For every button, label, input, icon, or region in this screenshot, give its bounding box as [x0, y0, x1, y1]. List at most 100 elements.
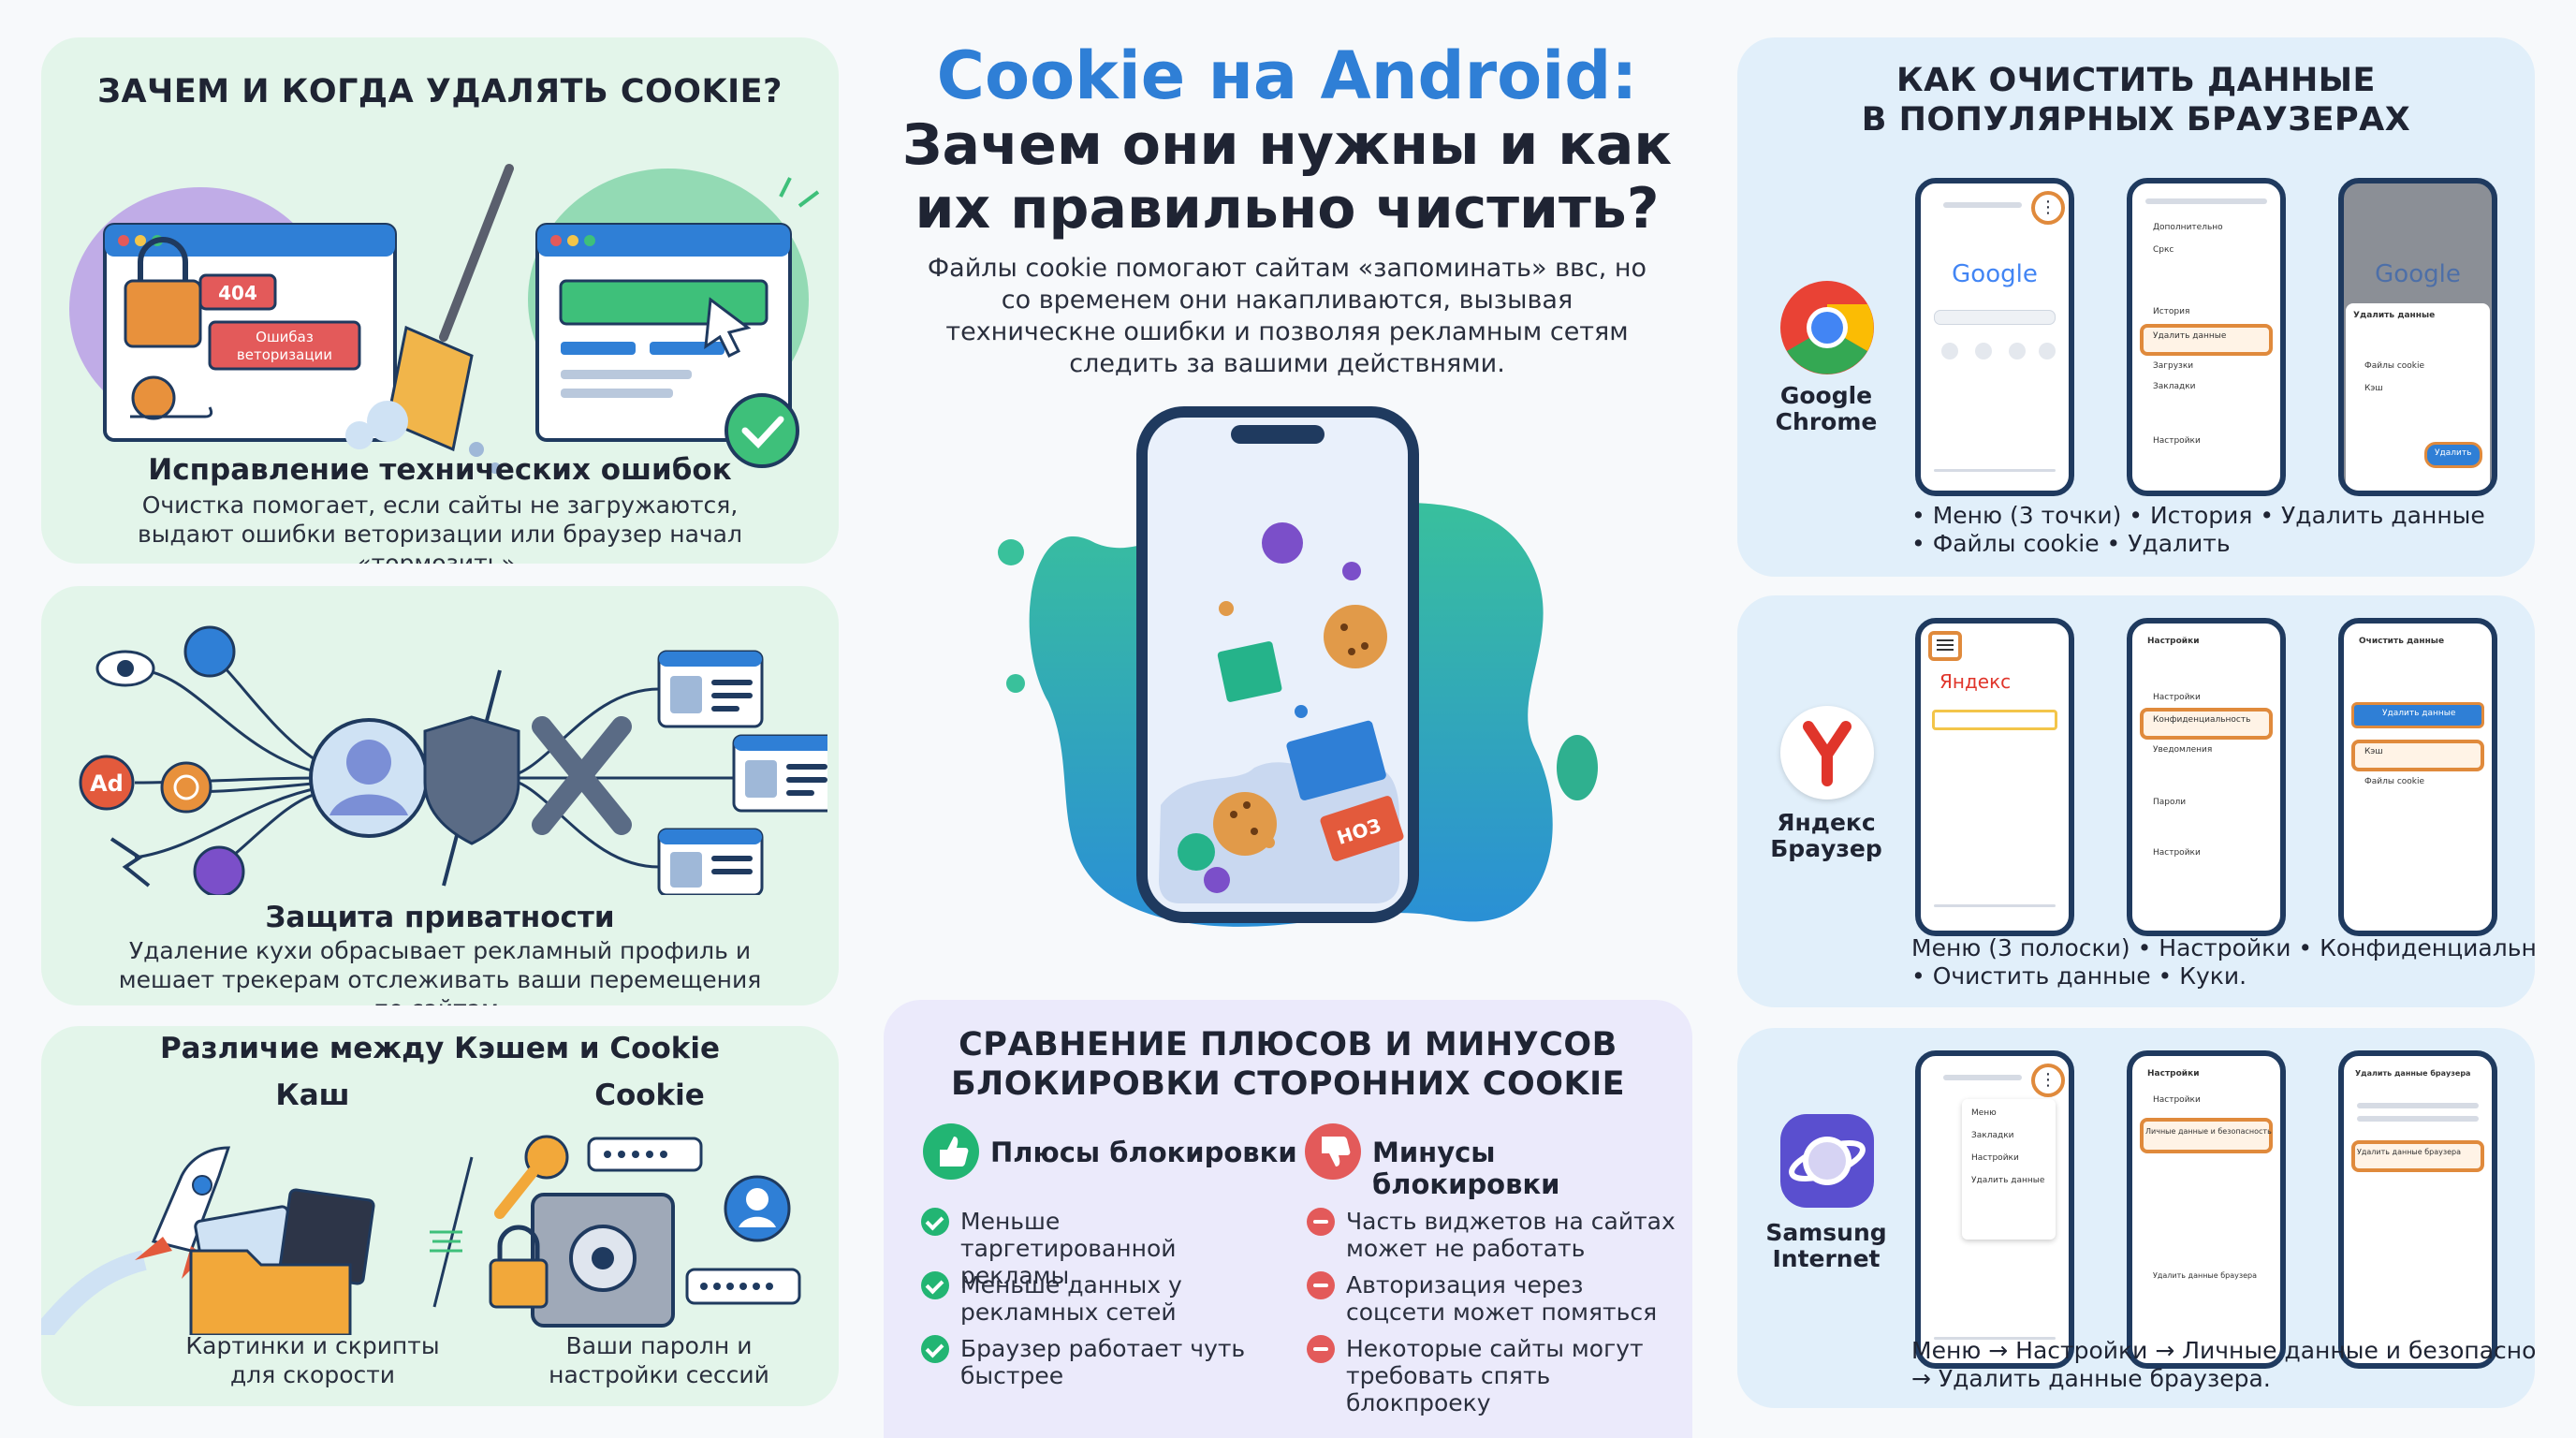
- chrome-screen-3: Google Удалить данные Файлы cookie Кэш У…: [2338, 178, 2497, 496]
- menu-item-highlight[interactable]: Личные данные и безопасность: [2145, 1127, 2272, 1136]
- samsung-name-line2: Internet: [1772, 1245, 1881, 1272]
- menu-item: Меню: [1971, 1108, 1997, 1118]
- more-vert-icon[interactable]: ⋮: [2031, 191, 2065, 225]
- hero-title-line1: Cookie на Android:: [936, 37, 1638, 114]
- svg-text:веторизации: веторизации: [237, 346, 332, 363]
- hero-title-line3: их правильно чистить?: [915, 176, 1660, 242]
- menu-item-highlight[interactable]: Конфиденциальность: [2153, 715, 2251, 725]
- option-item: Файлы cookie: [2364, 777, 2425, 786]
- screen-title: Настройки: [2147, 637, 2200, 646]
- delete-button-label: Удалить: [2435, 448, 2472, 458]
- browsers-heading-line1: КАК ОЧИСТИТЬ ДАННЫЕ: [1896, 62, 2376, 99]
- compare-heading-line1: СРАВНЕНИЕ ПЛЮСОВ И МИНУСОВ: [959, 1026, 1617, 1064]
- menu-item: Пароли: [2153, 798, 2187, 807]
- menu-item: Дополнительно: [2153, 223, 2223, 232]
- menu-item: История: [2153, 307, 2190, 316]
- pro-item-text: Меньше таргетированной рекламы: [960, 1208, 1177, 1289]
- yandex-wordmark: Яндекс: [1939, 670, 2012, 693]
- yandex-name-line2: Браузер: [1770, 835, 1882, 862]
- yandex-name-line1: Яндекс: [1777, 809, 1876, 836]
- pro-item-text: Браузер работает чуть быстрее: [960, 1335, 1246, 1389]
- more-vert-icon[interactable]: ⋮: [2031, 1064, 2065, 1097]
- why-text: Очистка помогает, если сайты не загружаю…: [138, 492, 742, 564]
- cache-cookie-illustration: [41, 1135, 801, 1335]
- menu-item: Настройки: [2153, 436, 2201, 446]
- samsung-internet-logo-icon: [1780, 1114, 1874, 1208]
- menu-item: Настройки: [2153, 693, 2201, 702]
- why-subheading: Исправление технических ошибок: [148, 453, 732, 487]
- con-item: Авторизация через соцсети может помяться: [1307, 1271, 1681, 1326]
- con-item: Часть виджетов на сайтах может не работа…: [1307, 1208, 1681, 1262]
- dialog-item: Кэш: [2364, 384, 2383, 393]
- minus-icon: [1307, 1208, 1335, 1236]
- menu-item: Загрузки: [2153, 361, 2194, 371]
- chrome-card: КАК ОЧИСТИТЬ ДАННЫЕ В ПОПУЛЯРНЫХ БРАУЗЕР…: [1737, 37, 2535, 577]
- dialog-item: Файлы cookie: [2364, 361, 2425, 371]
- menu-item: Закладки: [1971, 1131, 2014, 1140]
- why-heading: ЗАЧЕМ И КОГДА УДАЛЯТЬ COOKIE?: [97, 73, 783, 110]
- pro-item-text: Меньше данных у рекламных сетей: [960, 1271, 1182, 1326]
- broken-browser-illustration: 404 Ошибаз веторизации: [69, 164, 820, 474]
- hero-description: Файлы cookie помогают сайтам «запоминать…: [927, 254, 1647, 378]
- menu-item: Уведомления: [2153, 745, 2213, 755]
- yandex-screen-3: Очистить данные Удалить данные Кэш Файлы…: [2338, 618, 2497, 936]
- screen-title: Очистить данные: [2359, 637, 2445, 646]
- yandex-steps-line2: • Очистить данные • Куки.: [1911, 962, 2247, 990]
- yandex-steps-line1: Меню (3 полоски) • Настройки • Конфиденц…: [1911, 934, 2535, 961]
- chrome-logo-icon: [1780, 281, 1874, 374]
- svg-text:Ошибаз: Ошибаз: [256, 329, 314, 345]
- cache-label: Каш: [275, 1078, 350, 1112]
- thumbs-down-icon: [1305, 1123, 1361, 1180]
- chrome-google-logo: Google: [1952, 260, 2038, 288]
- browsers-heading-line2: В ПОПУЛЯРНЫХ БРАУЗЕРАХ: [1861, 101, 2411, 139]
- con-item-text: Авторизация через соцсети может помяться: [1346, 1271, 1658, 1326]
- samsung-steps-line1: Меню → Настройки → Личные данные и безоп…: [1911, 1337, 2535, 1364]
- hero-phone-illustration: НОЗ: [998, 406, 1598, 927]
- option-item[interactable]: Кэш: [2364, 747, 2383, 756]
- hamburger-menu-icon[interactable]: [1928, 631, 1962, 661]
- compare-heading-line2: БЛОКИРОВКИ СТОРОННИХ COOKIE: [950, 1065, 1626, 1103]
- samsung-steps-line2: → Удалить данные браузера.: [1911, 1365, 2271, 1392]
- ad-badge: Ad: [90, 770, 124, 797]
- con-item-text: Некоторые сайты могут требовать спять бл…: [1346, 1335, 1644, 1416]
- yandex-screen-1: Яндекс: [1915, 618, 2074, 936]
- menu-item: Удалить данные браузера: [2153, 1271, 2258, 1280]
- minus-icon: [1307, 1271, 1335, 1299]
- why-card: ЗАЧЕМ И КОГДА УДАЛЯТЬ COOKIE? 404 Ошибаз…: [41, 37, 839, 564]
- samsung-screen-2: Настройки Настройки Личные данные и безо…: [2127, 1050, 2286, 1369]
- yandex-logo-icon: [1780, 706, 1874, 800]
- privacy-card: Ad Защита приватности Удаление кух: [41, 586, 839, 1005]
- check-icon: [921, 1208, 949, 1236]
- con-item-text: Часть виджетов на сайтах может не работа…: [1346, 1208, 1676, 1262]
- con-item: Некоторые сайты могут требовать спять бл…: [1307, 1335, 1681, 1416]
- menu-item-highlight[interactable]: Удалить данные: [2153, 331, 2227, 341]
- clear-data-button-label: Удалить данные: [2382, 709, 2456, 718]
- chrome-steps-line2: • Файлы cookie • Удалить: [1911, 530, 2231, 557]
- screen-title: Настройки: [2147, 1069, 2200, 1078]
- menu-item[interactable]: Настройки: [1971, 1153, 2019, 1163]
- delete-button[interactable]: Удалить: [2424, 442, 2482, 468]
- hero-title-line2: Зачем они нужны и как: [901, 112, 1673, 178]
- yandex-screen-2: Настройки Настройки Конфиденциальность У…: [2127, 618, 2286, 936]
- menu-item: Сркс: [2153, 245, 2174, 255]
- check-icon: [921, 1335, 949, 1363]
- menu-item: Настройки: [2153, 1095, 2201, 1105]
- chrome-name-line2: Chrome: [1775, 408, 1878, 435]
- thumbs-up-icon: [923, 1123, 979, 1180]
- samsung-screen-3: Удалить данные браузера Удалить данные б…: [2338, 1050, 2497, 1369]
- minus-icon: [1307, 1335, 1335, 1363]
- check-icon: [921, 1271, 949, 1299]
- clear-data-button[interactable]: Удалить данные: [2351, 702, 2484, 728]
- badge-404: 404: [218, 282, 257, 304]
- samsung-screen-1: ⋮ Меню Закладки Настройки Удалить данные: [1915, 1050, 2074, 1369]
- pro-item: Меньше данных у рекламных сетей: [921, 1271, 1277, 1326]
- pro-item: Меньше таргетированной рекламы: [921, 1208, 1277, 1289]
- samsung-name-line1: Samsung: [1765, 1219, 1887, 1246]
- cache-cookie-heading: Различие между Кэшем и Cookie: [159, 1032, 721, 1065]
- menu-item: Удалить данные: [1971, 1176, 2045, 1185]
- samsung-card: Samsung Internet ⋮ Меню Закладки Настрой…: [1737, 1028, 2535, 1408]
- delete-browser-data-item[interactable]: Удалить данные браузера: [2357, 1148, 2462, 1156]
- cache-description: Картинки и скрипты для скорости: [185, 1332, 440, 1388]
- menu-item: Настройки: [2153, 848, 2201, 858]
- yandex-card: Яндекс Браузер Яндекс Настройки Настройк…: [1737, 595, 2535, 1007]
